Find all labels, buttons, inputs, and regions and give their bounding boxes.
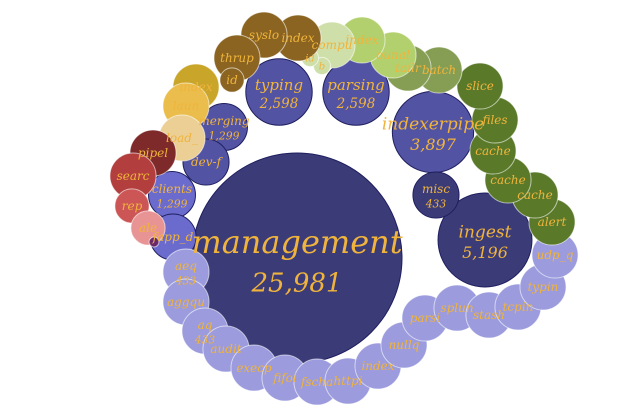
bubble-value: 433 [194,334,216,347]
bubble-slice[interactable] [456,62,504,110]
bubble-value: 3,897 [410,135,457,154]
bubble-misc[interactable] [412,171,460,219]
bubble-name: rep [122,199,143,213]
bubble-value: 2,598 [336,96,376,112]
bubble-name: index [281,31,314,45]
bubble-name: load_ [166,131,198,145]
bubble-name: indexerpipe [382,114,484,134]
bubble-name: execp [236,361,272,375]
bubble-value: 5,196 [462,243,508,262]
bubble-id[interactable] [219,67,245,93]
bubble-name: ounal [376,48,410,62]
bubble-name: thrup [220,51,254,65]
bubble-name: misc [422,182,450,196]
bubble-name: id [226,73,238,87]
bubble-name: cache [490,173,525,187]
bubble-name: syslo [249,28,279,42]
bubble-name: fscha [300,375,333,389]
bubble-name: id [305,54,315,65]
bubble-value: 433 [175,275,197,288]
bubble-name: compu [312,38,353,52]
bubble-name: splun [440,301,473,315]
bubble-name: files [481,113,507,127]
bubble-name: clients [152,182,192,196]
bubble-name: management [191,223,402,261]
bubble-name: parsi [410,311,441,325]
bubble-ale[interactable] [130,210,166,246]
bubble-name: typin [528,280,559,294]
bubble-name: dev-f [191,155,224,169]
bubble-name: aggqu [167,295,205,309]
bubble-name: searc [117,169,150,183]
bubble-name: tailr [395,61,422,75]
bubble-value: 2,598 [259,96,299,112]
bubble-name: fifoi [272,371,297,385]
bubble-name: slice [466,79,494,93]
bubble-name: alert [538,215,567,229]
bubble-name: ale [139,221,157,235]
bubble-name: cache [475,144,510,158]
bubble-name: aq [198,318,213,332]
bubble-name: index [345,33,378,47]
bubble-typing[interactable] [245,58,313,126]
bubble-name: pipel [138,146,168,160]
bubble-name: b [319,62,325,73]
bubble-name: stash [473,308,505,322]
bubble-value: 1,299 [157,198,188,211]
bubble-name: audit [210,342,241,356]
bubble-name: httpi [334,374,363,388]
bubble-name: merging [198,114,249,128]
bubble-name: parsing [327,76,384,94]
bubble-name: ingest [459,222,512,242]
bubble-name: aeq [175,259,197,273]
bubble-ingest[interactable] [437,192,533,288]
bubble-name: index [361,359,394,373]
bubble-name: typing [255,76,303,94]
bubble-value: 433 [425,198,447,211]
bubble-name: laun [173,99,199,113]
bubble-value: 25,981 [251,269,343,299]
bubble-unnamed[interactable] [148,236,160,248]
bubble-name: nullq [389,338,420,352]
bubble-name: udp_q [537,248,574,262]
bubble-name: cache [517,188,552,202]
bubble-name: batch [422,63,456,77]
bubble-name: fapp_d [152,230,194,244]
bubble-name: index [179,80,212,94]
bubble-layer [109,11,579,406]
bubble-name: tcpin [503,300,534,314]
bubble-value: 1,299 [209,130,240,143]
